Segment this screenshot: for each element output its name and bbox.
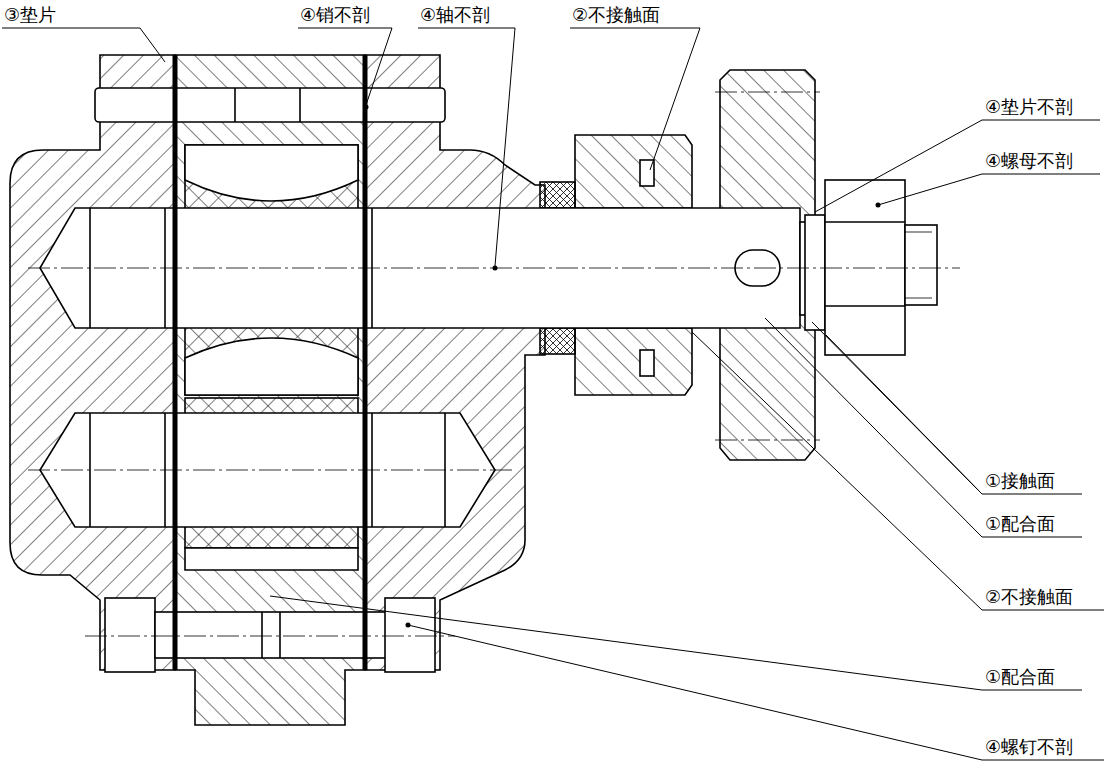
gasket	[173, 55, 178, 670]
thread-line	[905, 232, 932, 233]
callout-label: ②不接触面	[985, 586, 1073, 608]
leader-line	[298, 28, 392, 105]
leader-line	[570, 28, 700, 170]
left-cover	[10, 55, 175, 670]
callout-label: ④螺母不剖	[985, 150, 1073, 172]
leader-line	[765, 318, 1082, 537]
pin-line	[234, 88, 236, 122]
leader-dot	[493, 266, 498, 271]
thread-line	[905, 298, 932, 299]
pin	[95, 88, 445, 122]
callout-label: ①配合面	[985, 513, 1055, 535]
packing	[540, 328, 575, 354]
center-line	[715, 92, 820, 93]
gear-tooth	[185, 548, 358, 570]
pin-line	[299, 88, 301, 122]
leader-dot	[406, 623, 411, 628]
leader-line	[878, 174, 1100, 205]
leader-dot	[876, 203, 881, 208]
nut	[825, 180, 905, 355]
bolt-line	[261, 612, 263, 658]
leader-line	[812, 322, 1082, 494]
leader-line	[2, 28, 165, 62]
leader-line	[408, 625, 1104, 760]
callout-label: ③垫片	[4, 4, 56, 26]
leader-line	[826, 335, 982, 494]
bolt-head	[105, 598, 155, 672]
callout-label: ①配合面	[985, 666, 1055, 688]
packing	[540, 182, 575, 208]
nut-line	[825, 305, 905, 307]
center-line	[28, 470, 512, 471]
leader-dot	[364, 105, 369, 110]
callout-label: ②不接触面	[572, 4, 660, 26]
center-line	[85, 636, 455, 637]
bolt-head	[385, 598, 435, 672]
gland-pin	[640, 350, 654, 376]
gear-tooth	[185, 145, 358, 201]
callout-label: ④销不剖	[300, 4, 370, 26]
gasket	[363, 55, 368, 670]
gland-nut	[575, 328, 692, 395]
leader-line	[418, 28, 515, 266]
bolt-line	[279, 612, 281, 658]
washer	[805, 215, 825, 330]
leader-line	[270, 596, 1082, 690]
callout-label: ①接触面	[985, 470, 1055, 492]
leader-line	[815, 120, 1100, 212]
gland-nut	[575, 135, 692, 208]
thread-end	[905, 225, 937, 305]
callout-label: ④螺钉不剖	[985, 736, 1073, 758]
nut-line	[825, 221, 905, 223]
right-cover	[365, 55, 545, 670]
callout-label: ④轴不剖	[420, 4, 490, 26]
callout-label: ④垫片不剖	[985, 96, 1073, 118]
leader-line	[692, 332, 1104, 610]
gear-tooth	[185, 338, 358, 395]
bolt-shank	[155, 612, 387, 658]
